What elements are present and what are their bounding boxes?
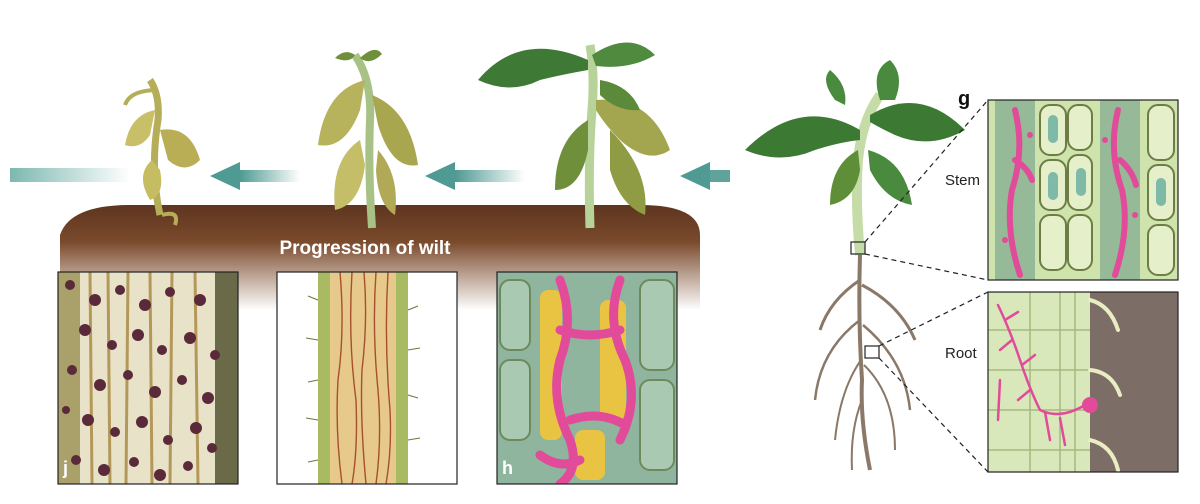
progress-arrow <box>680 162 730 190</box>
tomato-plant-dead-icon <box>123 78 200 226</box>
fade-line <box>10 168 130 182</box>
progress-arrow <box>210 162 300 190</box>
panel-root <box>988 292 1178 472</box>
panel-j <box>58 272 238 484</box>
panel-label-h: h <box>502 458 513 478</box>
wilt-progression-title: Progression of wilt <box>279 238 451 259</box>
tomato-plant-wilted-icon <box>318 49 418 229</box>
panel-h <box>497 272 677 484</box>
panel-g-stem <box>988 100 1178 280</box>
panel-label-j: j <box>63 458 69 478</box>
stem-label: Stem <box>945 172 981 189</box>
tomato-plant-wilting-icon <box>478 42 670 229</box>
tomato-plant-healthy-icon <box>745 60 989 473</box>
panel-label-g: g <box>958 88 971 110</box>
panel-label-i: i <box>282 458 288 478</box>
root-label: Root <box>945 345 977 362</box>
panel-i <box>277 272 457 484</box>
progress-arrow <box>425 162 525 190</box>
